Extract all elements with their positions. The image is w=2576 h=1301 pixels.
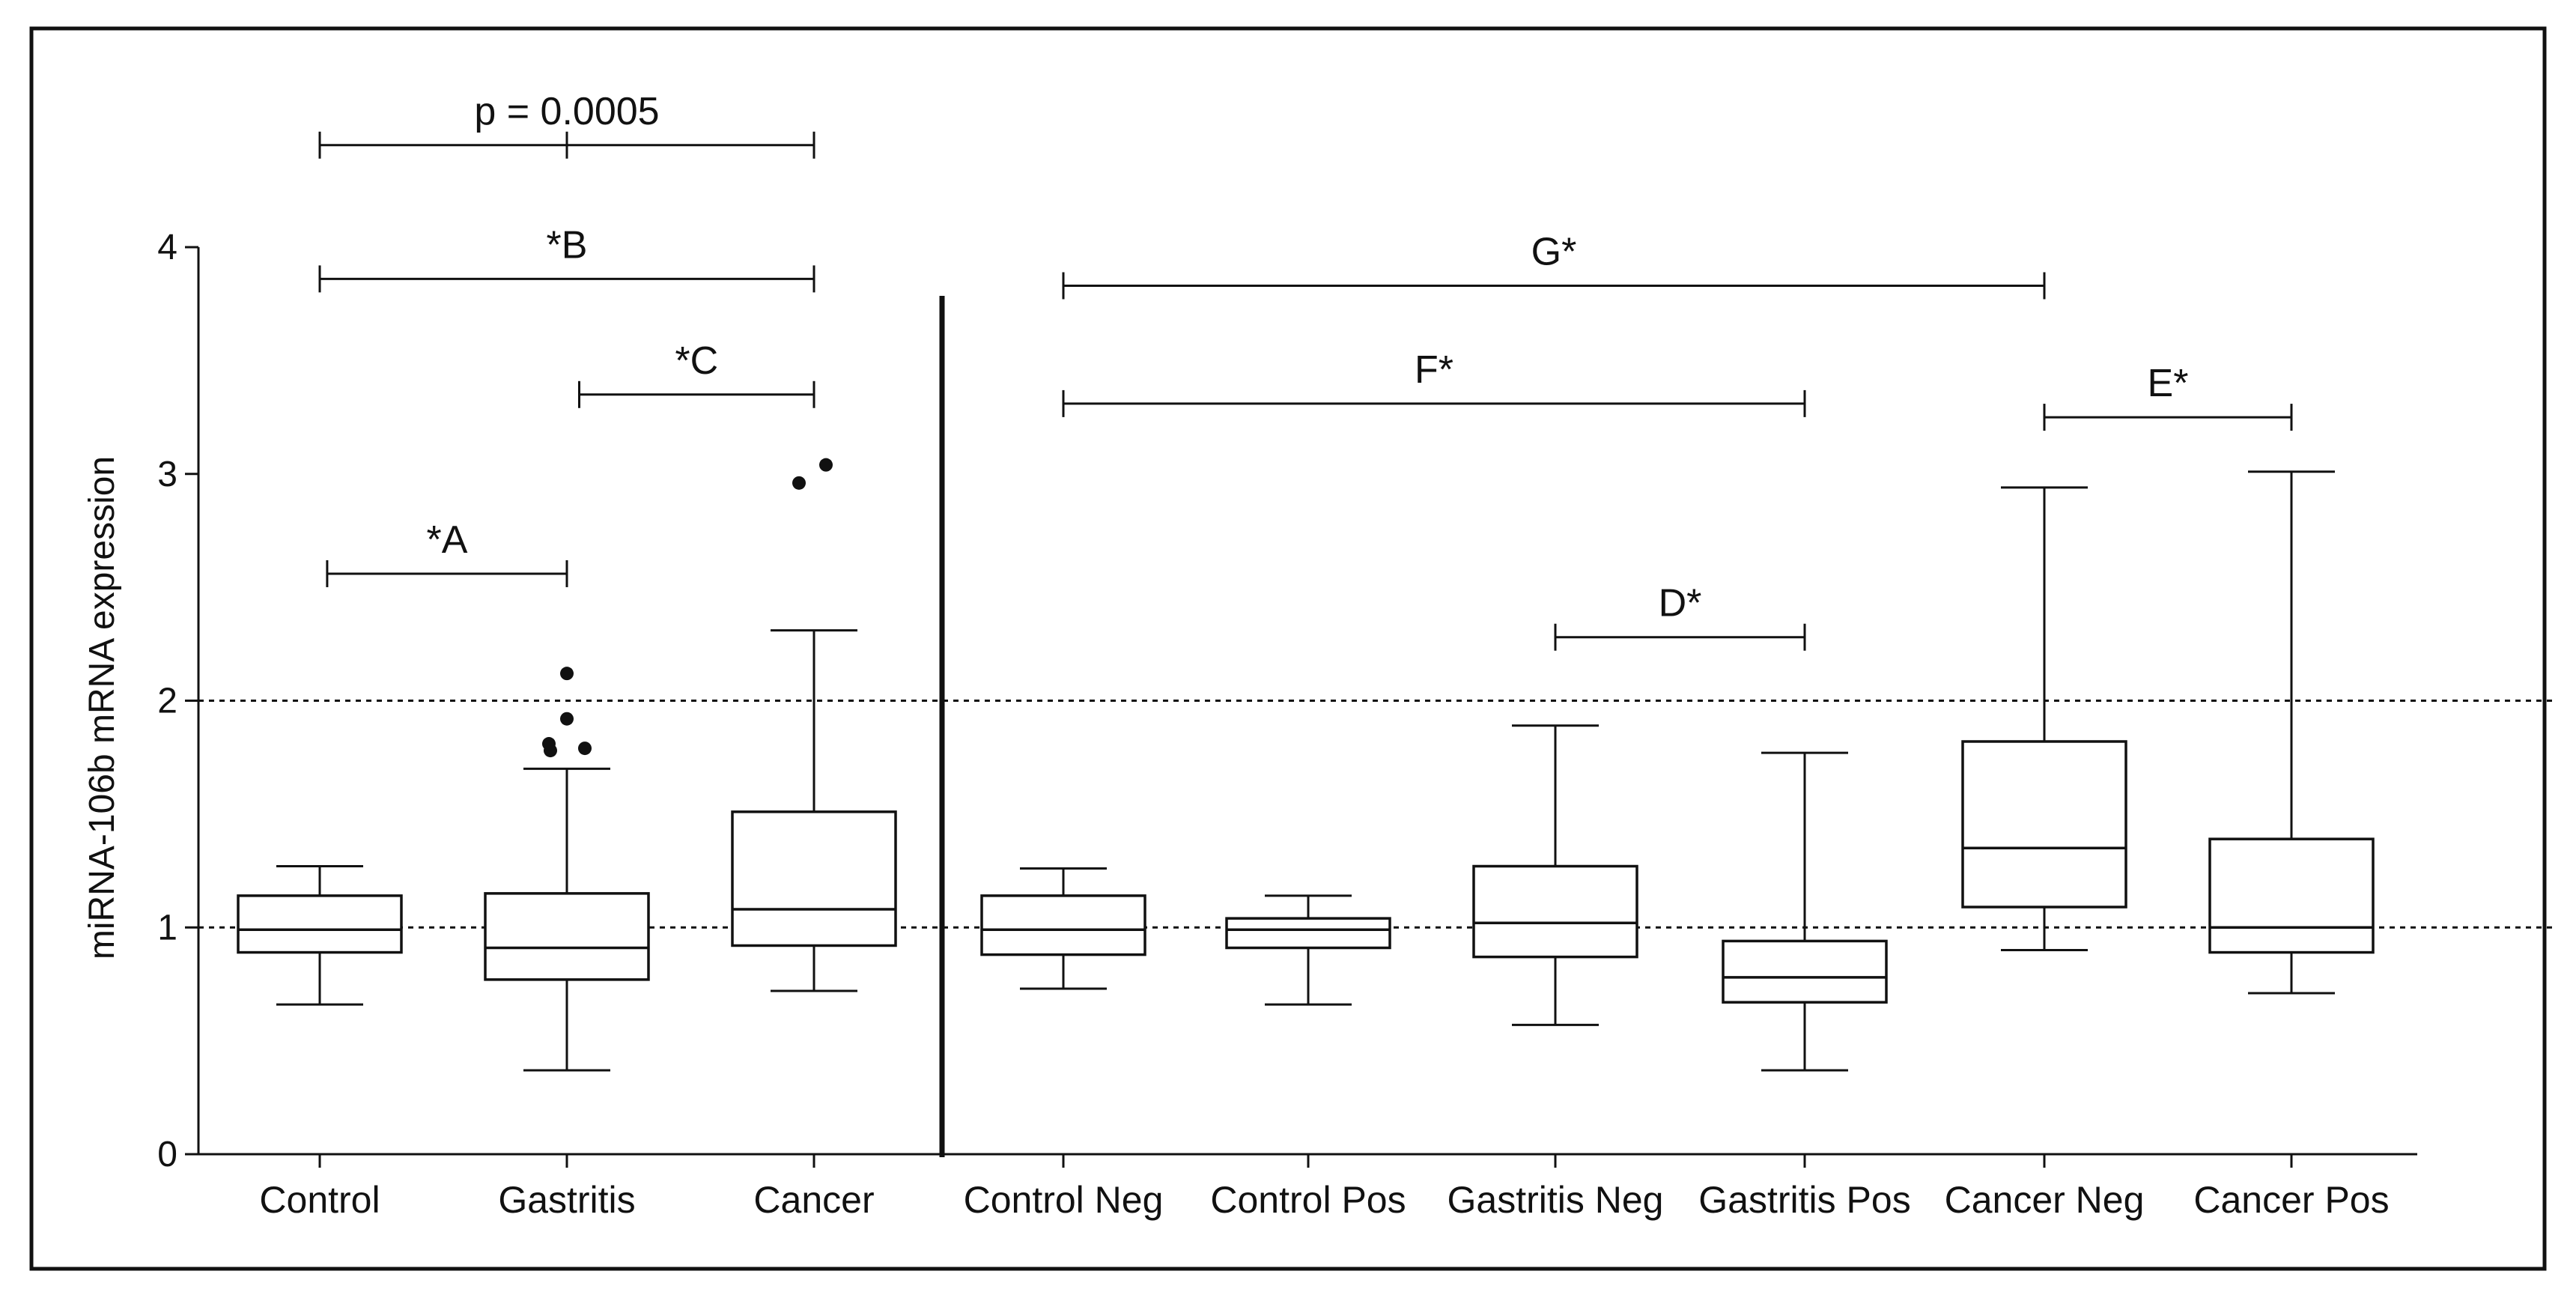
x-tick-label: Control Neg (964, 1179, 1164, 1221)
x-tick-label: Cancer Pos (2193, 1179, 2389, 1221)
x-tick-label: Gastritis Neg (1448, 1179, 1664, 1221)
x-tick-label: Cancer Neg (1945, 1179, 2145, 1221)
significance-label: *A (426, 518, 467, 562)
outlier-point (578, 742, 592, 756)
y-axis-title: miRNA-106b mRNA expression (82, 456, 122, 959)
box-control-neg (980, 894, 1146, 956)
x-tick-label: Gastritis Pos (1698, 1179, 1910, 1221)
chart-frame (29, 26, 2547, 1271)
box-cancer-neg (1961, 740, 2127, 909)
significance-label: p = 0.0005 (474, 90, 659, 133)
box-gastritis (484, 892, 650, 981)
box-cancer (731, 810, 897, 947)
x-tick-label: Control Pos (1210, 1179, 1406, 1221)
outlier-point (560, 667, 574, 681)
outlier-point (792, 476, 806, 490)
significance-label: E* (2148, 362, 2189, 405)
box-gastritis-pos (1722, 939, 1888, 1004)
box-control-pos (1225, 917, 1391, 950)
outlier-point (542, 737, 556, 751)
outlier-point (560, 712, 574, 726)
y-tick-label: 2 (157, 682, 177, 721)
significance-label: D* (1659, 582, 1702, 625)
significance-label: F* (1415, 348, 1453, 392)
box-control (237, 894, 403, 954)
outlier-point (819, 458, 833, 472)
box-cancer-pos (2208, 837, 2375, 954)
significance-label: G* (1531, 230, 1577, 273)
box-gastritis-neg (1472, 864, 1638, 959)
significance-label: *B (547, 223, 588, 267)
x-tick-label: Gastritis (498, 1179, 635, 1221)
x-tick-label: Cancer (753, 1179, 874, 1221)
y-tick-label: 3 (157, 455, 177, 494)
y-tick-label: 0 (157, 1135, 177, 1174)
x-tick-label: Control (259, 1179, 380, 1221)
significance-label: *C (675, 339, 718, 383)
y-tick-label: 4 (157, 228, 177, 267)
y-tick-label: 1 (157, 908, 177, 947)
